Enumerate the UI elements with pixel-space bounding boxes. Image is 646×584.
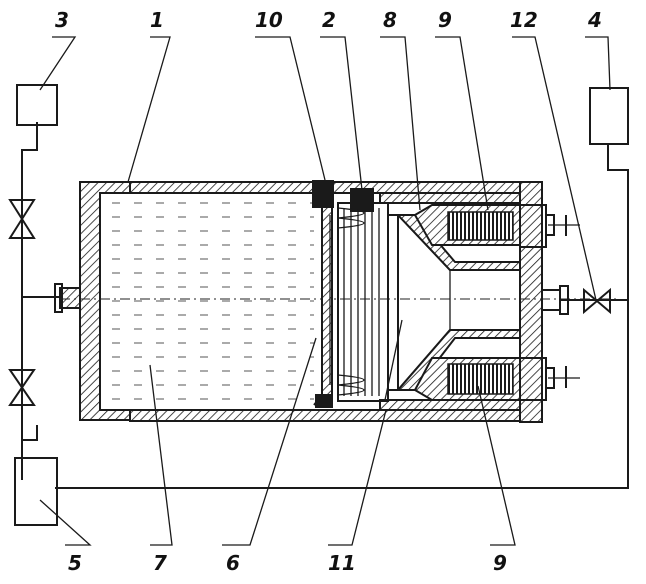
liquid-chamber-7	[100, 193, 314, 410]
callout-8: 8	[383, 8, 397, 32]
callout-11: 11	[328, 551, 356, 575]
callout-2: 2	[322, 8, 336, 32]
callout-7: 7	[153, 551, 167, 575]
callout-3: 3	[55, 8, 69, 32]
electromagnet-9-top	[415, 205, 566, 247]
callout-10: 10	[255, 8, 283, 32]
bellows-2	[338, 203, 398, 401]
callout-5: 5	[68, 551, 82, 575]
callout-12: 12	[510, 8, 538, 32]
callout-9-bottom: 9	[493, 551, 507, 575]
callout-9-top: 9	[438, 8, 452, 32]
callout-6: 6	[226, 551, 240, 575]
callout-4: 4	[587, 8, 602, 32]
vessel-4	[590, 88, 628, 144]
vessel-3	[17, 85, 57, 125]
piston-6	[314, 195, 332, 405]
electromagnet-9-bottom	[415, 358, 566, 400]
callout-1: 1	[150, 8, 164, 32]
